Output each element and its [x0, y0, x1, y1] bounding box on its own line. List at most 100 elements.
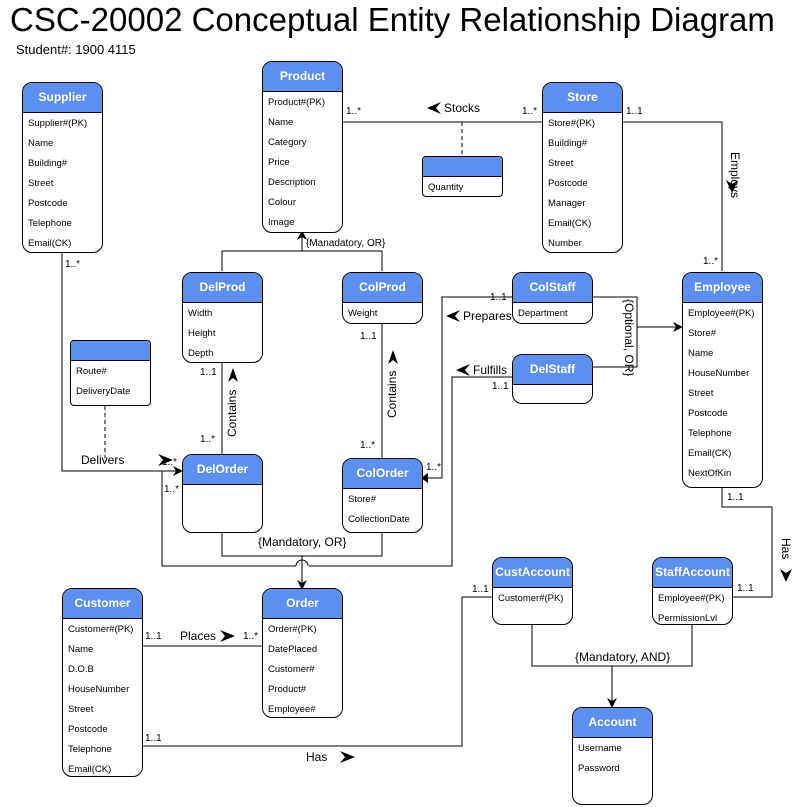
attribute: Telephone — [28, 218, 72, 229]
attribute: HouseNumber — [688, 368, 750, 379]
attribute: Street — [28, 178, 54, 189]
multiplicity: 1..* — [200, 434, 216, 445]
order-subclass-arrow — [297, 580, 307, 590]
entity-account[interactable]: Account Username Password — [572, 707, 653, 805]
relationship-has-cust: Has — [306, 750, 328, 764]
delivers-attribute-header — [71, 341, 150, 361]
entity-delprod[interactable]: DelProd Width Height Depth — [182, 272, 263, 363]
entity-store[interactable]: Store Store#(PK) Building# Street Postco… — [542, 82, 623, 253]
account-subclass-line — [531, 624, 693, 706]
entity-colorder[interactable]: ColOrder Store# CollectionDate — [342, 458, 423, 533]
staff-subclass-constraint: {Optional, OR} — [622, 299, 636, 377]
places-arrow-icon — [220, 630, 235, 642]
multiplicity: 1..1 — [727, 492, 744, 503]
delivers-arrow-icon — [158, 454, 173, 466]
employs-arrow-icon — [726, 180, 738, 193]
attribute: Postcode — [688, 408, 728, 419]
attribute: Telephone — [688, 428, 732, 439]
has-cust-line — [142, 596, 492, 747]
multiplicity: 1..1 — [737, 583, 754, 594]
attribute: Email(CK) — [548, 218, 592, 229]
attribute: Colour — [268, 197, 296, 208]
multiplicity: 1..* — [360, 440, 376, 451]
has-staff-line — [721, 487, 773, 598]
entity-delprod-title: DelProd — [183, 273, 262, 303]
multiplicity: 1..1 — [490, 292, 507, 303]
delivers-attribute-box[interactable]: Route# DeliveryDate — [70, 340, 151, 406]
staff-subclass-line — [592, 296, 682, 368]
attribute: Customer#(PK) — [68, 624, 134, 635]
order-subclass-line — [161, 470, 383, 588]
multiplicity: 1..* — [164, 484, 180, 495]
entity-delstaff-title: DelStaff — [513, 355, 592, 385]
attribute: Street — [68, 704, 94, 715]
entity-staffaccount[interactable]: StaffAccount Employee#(PK) PermissionLvl — [652, 557, 733, 625]
attribute: Image — [268, 217, 295, 228]
attribute: Name — [28, 138, 54, 149]
attribute: Telephone — [68, 744, 112, 755]
attribute: Number — [548, 238, 582, 249]
entity-delorder[interactable]: DelOrder — [182, 454, 263, 533]
relationship-places: Places — [180, 629, 217, 643]
product-subclass-arrow — [297, 230, 307, 240]
fulfills-arrow-icon — [456, 364, 470, 376]
stocks-attribute-box[interactable]: Quantity — [422, 156, 503, 197]
multiplicity: 1..1 — [626, 106, 643, 117]
entity-colprod-title: ColProd — [343, 273, 422, 303]
relationship-contains-col: Contains — [385, 370, 399, 418]
multiplicity: 1..1 — [200, 367, 217, 378]
multiplicity: 1..* — [426, 462, 442, 473]
attribute: Quantity — [428, 182, 464, 193]
entity-account-title: Account — [573, 708, 652, 738]
entity-custaccount[interactable]: CustAccount Customer#(PK) — [492, 557, 573, 625]
entity-staffaccount-title: StaffAccount — [653, 558, 732, 588]
entity-product[interactable]: Product Product#(PK) Name Category Price… — [262, 61, 343, 233]
line-hop — [295, 559, 309, 567]
entity-customer[interactable]: Customer Customer#(PK) Name D.O.B HouseN… — [62, 588, 143, 777]
entity-employee[interactable]: Employee Employee#(PK) Store# Name House… — [682, 272, 763, 488]
fulfills-line — [309, 376, 512, 567]
entity-colprod[interactable]: ColProd Weight — [342, 272, 423, 324]
entity-supplier[interactable]: Supplier Supplier#(PK) Name Building# St… — [22, 82, 103, 253]
delivers-line — [61, 252, 182, 472]
employee-subclass-arrow — [673, 322, 683, 332]
entity-employee-title: Employee — [683, 273, 762, 303]
delorder-arrow — [173, 466, 183, 476]
attribute: Route# — [76, 366, 107, 377]
entity-supplier-title: Supplier — [23, 83, 102, 113]
entity-colorder-title: ColOrder — [343, 459, 422, 489]
prepares-arrow-icon — [446, 310, 460, 322]
attribute: Building# — [548, 138, 588, 149]
entity-product-title: Product — [263, 62, 342, 92]
multiplicity: 1..1 — [472, 584, 489, 595]
stocks-arrow-icon — [427, 102, 441, 114]
attribute: Order#(PK) — [268, 624, 317, 635]
attribute: Email(CK) — [688, 448, 732, 459]
attribute: Username — [578, 743, 622, 754]
multiplicity: 1..1 — [360, 331, 377, 342]
attribute: Store# — [348, 494, 376, 505]
attribute: Postcode — [68, 724, 108, 735]
multiplicity: 1..1 — [145, 631, 162, 642]
diagram-title: CSC-20002 Conceptual Entity Relationship… — [10, 1, 775, 38]
attribute: Street — [688, 388, 714, 399]
attribute: Street — [548, 158, 574, 169]
multiplicity: 1..* — [162, 457, 178, 468]
entity-colstaff[interactable]: ColStaff Department — [512, 272, 593, 324]
entity-custaccount-title: CustAccount — [493, 558, 572, 588]
multiplicity: 1..1 — [145, 733, 162, 744]
attribute: Name — [688, 348, 714, 359]
entity-colstaff-title: ColStaff — [513, 273, 592, 303]
entity-delstaff[interactable]: DelStaff — [512, 354, 593, 404]
attribute: PermissionLvl — [658, 613, 718, 624]
attribute: Name — [268, 117, 294, 128]
relationship-fulfills: Fulfills — [473, 363, 508, 377]
entity-order-title: Order — [263, 589, 342, 619]
entity-order[interactable]: Order Order#(PK) DatePlaced Customer# Pr… — [262, 588, 343, 718]
attribute: Building# — [28, 158, 68, 169]
multiplicity: 1..* — [522, 106, 538, 117]
attribute: Category — [268, 137, 307, 148]
attribute: Width — [188, 308, 213, 319]
colorder-arrow — [421, 473, 428, 483]
